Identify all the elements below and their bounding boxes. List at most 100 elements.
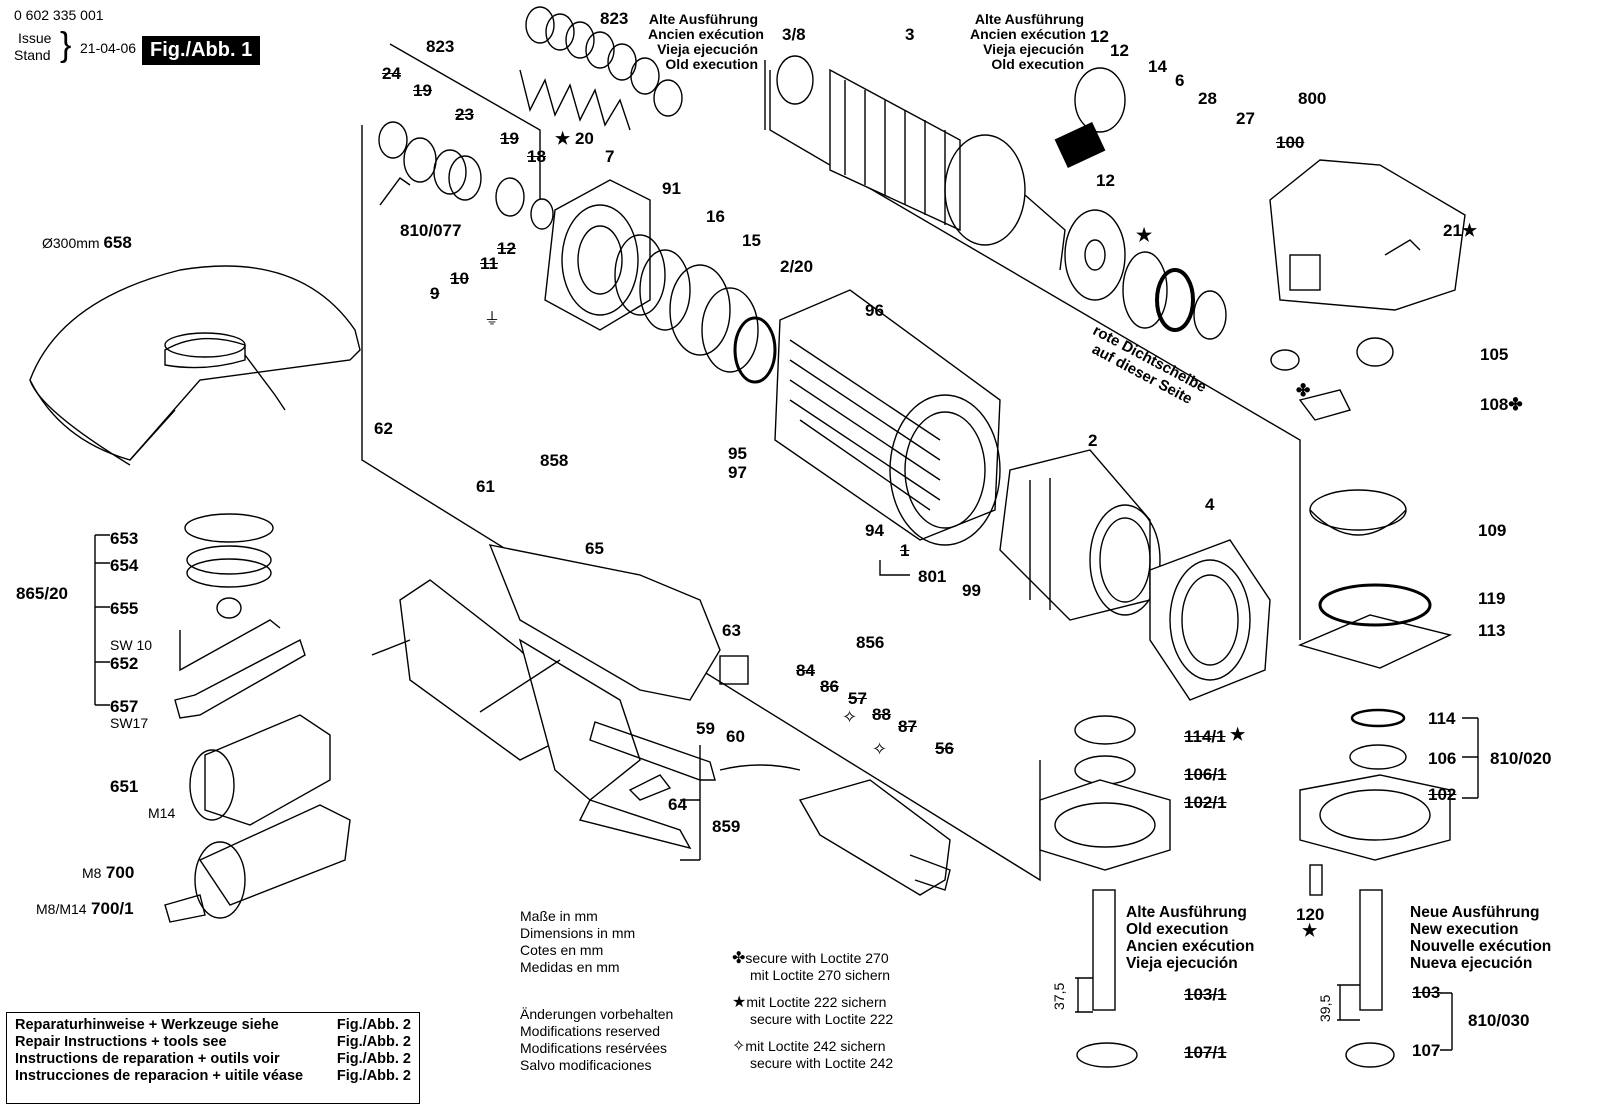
old-spindle-part [1092, 889, 1116, 1011]
star-icon: ★ [732, 994, 747, 1011]
part-105: 105 [1480, 345, 1509, 364]
part-87: 87 [898, 717, 917, 736]
outline-star-icon: ✧ [732, 1038, 746, 1055]
side-handle-part [164, 714, 351, 923]
fan-baffle-part [1149, 539, 1271, 701]
star-marker-120: ★ [1302, 921, 1318, 940]
hex-key-part [179, 619, 281, 672]
part-88: 88 [872, 705, 891, 724]
part-119: 119 [1478, 589, 1506, 608]
part-97: 97 [728, 463, 747, 482]
spring-rings-part [378, 121, 554, 230]
handle-housing-part [371, 544, 749, 801]
part-859: 859 [712, 817, 741, 836]
part-91: 91 [662, 179, 681, 198]
part-56: 56 [935, 739, 954, 758]
issue-label: Issue [18, 30, 52, 46]
part-2-20: 2/20 [780, 257, 814, 276]
part-652: 652 [110, 654, 139, 673]
brace-icon: } [60, 26, 72, 64]
motor-housing-part [774, 289, 1001, 546]
m14-label: M14 [148, 805, 176, 821]
bearing-flange-part [544, 179, 777, 384]
cable-part [589, 721, 716, 781]
part-810-020: 810/020 [1490, 749, 1552, 768]
guard-diameter: Ø300mm 658 [42, 233, 132, 252]
part-856: 856 [856, 633, 885, 652]
part-3-8: 3/8 [782, 25, 806, 44]
part-86: 86 [820, 677, 839, 696]
ground-icon: ⏚ [484, 311, 501, 328]
part-107: 107 [1412, 1041, 1441, 1060]
part-14: 14 [1148, 57, 1167, 76]
part-700-1-label: M8/M14 700/1 [36, 899, 134, 918]
part-57: 57 [848, 689, 867, 708]
part-107-1: 107/1 [1184, 1043, 1227, 1062]
part-823: 823 [426, 37, 455, 56]
part-12a: 12 [497, 239, 516, 258]
new-spindle-part [1359, 889, 1383, 1011]
part-60: 60 [726, 727, 745, 746]
part-15: 15 [742, 231, 761, 250]
doc-number: 0 602 335 001 [14, 7, 104, 23]
part-103-1: 103/1 [1184, 985, 1227, 1004]
part-21: 21★ [1443, 221, 1478, 240]
part-95: 95 [728, 444, 747, 463]
spanner-part [174, 638, 306, 719]
part-3: 3 [905, 25, 915, 44]
part-120: 120 [1296, 905, 1325, 924]
part-96: 96 [865, 301, 884, 320]
part-63: 63 [722, 621, 741, 640]
part-700-label: M8 700 [82, 863, 135, 882]
part-7: 7 [605, 147, 615, 166]
switch-part [798, 779, 951, 896]
old-spring-stack [519, 6, 683, 131]
part-865-20: 865/20 [16, 584, 68, 603]
date: 21-04-06 [80, 40, 137, 56]
dim-37-5: 37,5 [1051, 982, 1067, 1010]
part-106: 106 [1428, 749, 1457, 768]
part-10: 10 [450, 269, 469, 288]
part-11: 11 [480, 254, 498, 273]
part-113: 113 [1478, 621, 1506, 640]
part-99: 99 [962, 581, 981, 600]
part-12d: 12 [1096, 171, 1115, 190]
part-800: 800 [1298, 89, 1327, 108]
part-109: 109 [1478, 521, 1507, 540]
part-16: 16 [706, 207, 725, 226]
dim-39-5: 39,5 [1317, 994, 1333, 1022]
repair-row-es: Instrucciones de reparacion + uitile véa… [15, 1068, 411, 1084]
star-marker: ★ [1136, 225, 1153, 245]
part-4: 4 [1205, 495, 1215, 514]
part-6: 6 [1175, 71, 1185, 90]
star-marker-114: ★ [1230, 725, 1246, 744]
armature-part [776, 55, 1227, 340]
part-106-1: 106/1 [1184, 765, 1227, 784]
part-23: 23 [455, 105, 474, 124]
part-655: 655 [110, 599, 139, 618]
part-1: 1 [900, 541, 910, 560]
loctite-242-marker: ✧ [842, 707, 858, 727]
gear-housing-part [1269, 159, 1466, 421]
part-823-top: 823 [600, 9, 629, 28]
part-810-077: 810/077 [400, 221, 462, 240]
old-gear-assembly-part [1039, 715, 1171, 871]
part-654: 654 [110, 556, 139, 575]
repair-row-fr: Instructions de reparation + outils voir… [15, 1051, 411, 1067]
gear-assembly-part [1297, 489, 1453, 861]
part-84: 84 [796, 661, 815, 680]
part-19a: 19 [413, 81, 432, 100]
part-62: 62 [374, 419, 393, 438]
part-24: 24 [382, 64, 401, 83]
clamping-flange-part [184, 513, 274, 619]
part-102-1: 102/1 [1184, 793, 1227, 812]
